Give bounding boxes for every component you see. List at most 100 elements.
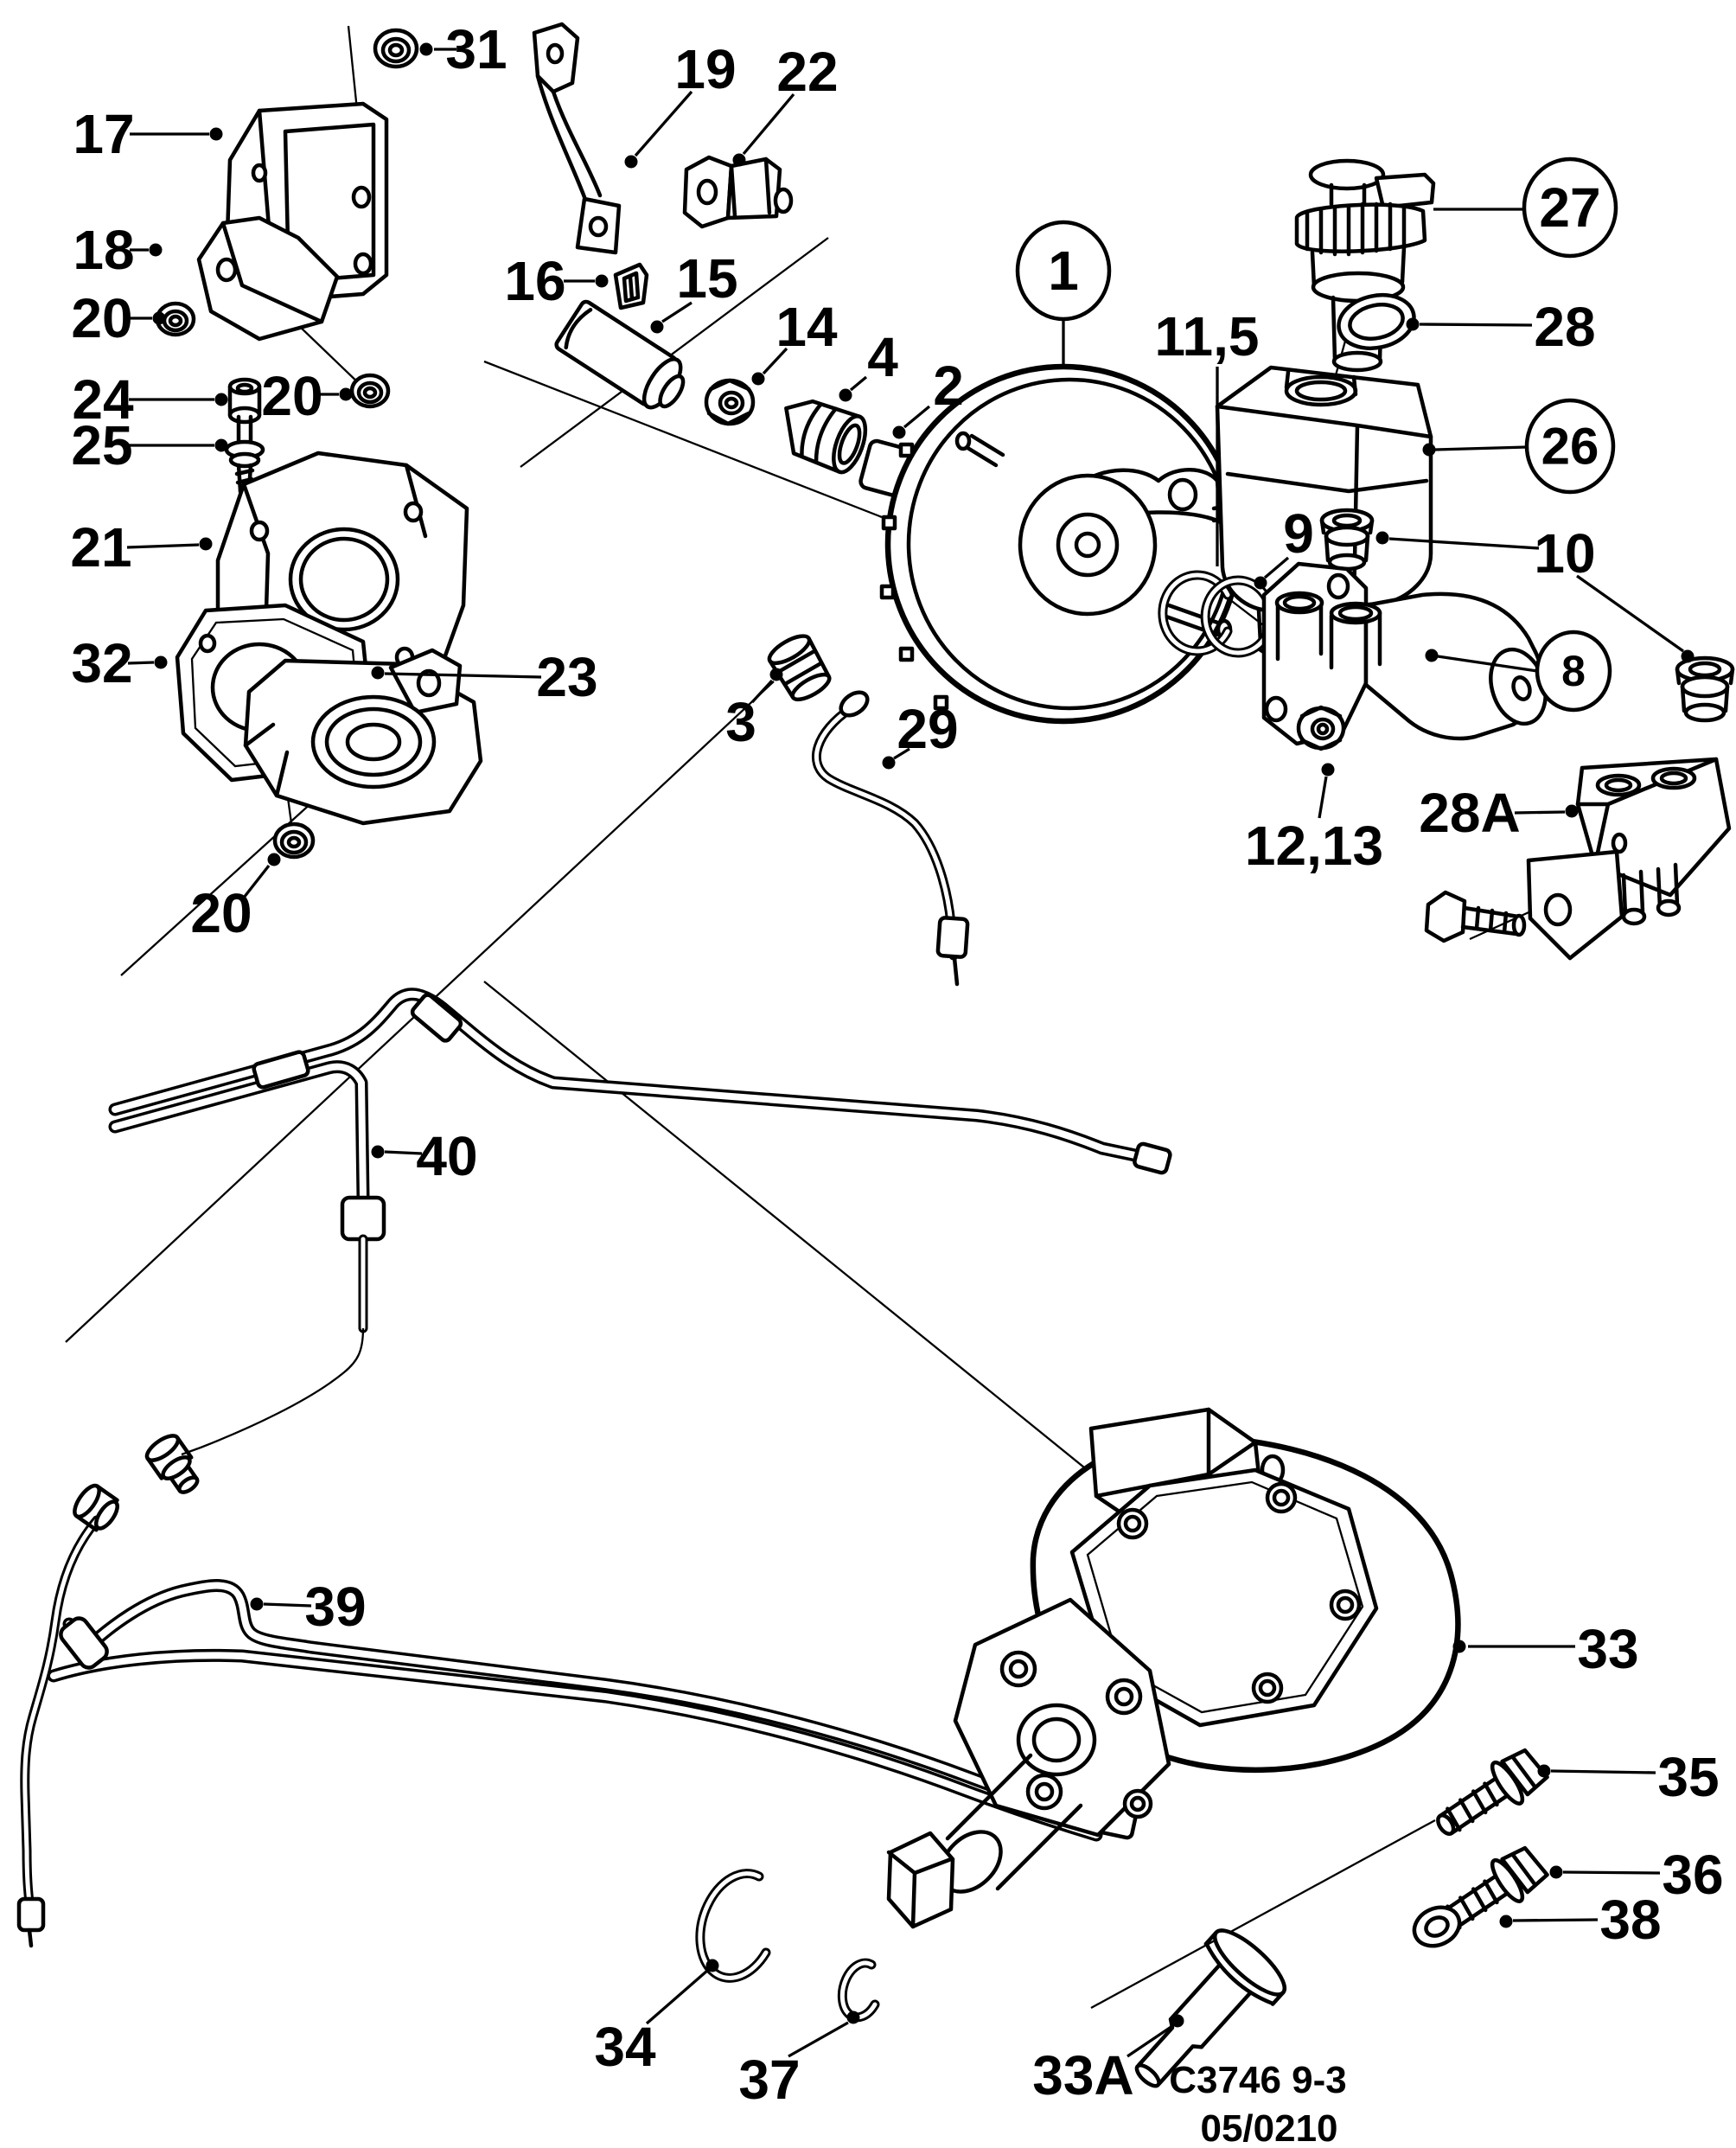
callout-label: 3 — [725, 691, 756, 753]
leader-line — [742, 93, 795, 156]
vacuum-pipe-29 — [811, 690, 970, 987]
leader-line — [1263, 556, 1290, 579]
check-valve-grommet-3 — [767, 634, 832, 702]
o-ring-37 — [837, 1958, 880, 2023]
leader-line — [1576, 574, 1684, 653]
callout-29-29: 29 — [882, 698, 959, 770]
leader-dot — [650, 320, 664, 334]
housing-23 — [243, 648, 483, 826]
bracket-28a — [1526, 849, 1624, 961]
callout-34-36: 34 — [594, 1959, 719, 2078]
leader-line — [384, 672, 542, 679]
leader-line — [1419, 323, 1533, 327]
leader-dot — [1425, 649, 1439, 662]
leader-line — [750, 679, 774, 704]
leader-dot — [154, 655, 168, 669]
leader-dot — [1171, 2014, 1184, 2028]
callout-label: 19 — [674, 38, 736, 100]
nut-20-bottom — [272, 821, 316, 860]
brake-pipes-40 — [108, 988, 1172, 1456]
leader-line — [788, 2021, 849, 2058]
callout-label: 38 — [1599, 1889, 1661, 1951]
leader-dot — [1565, 804, 1579, 818]
callout-40-30: 40 — [371, 1125, 478, 1187]
callout-label: 11,5 — [1154, 305, 1259, 368]
reservoir-cap-27 — [1294, 158, 1436, 373]
leader-dot — [705, 1959, 719, 1972]
bolt-28a — [1424, 890, 1527, 943]
leader-dot — [1254, 576, 1267, 590]
leader-line — [1562, 1870, 1661, 1875]
leader-line — [1437, 655, 1538, 673]
leader-dot — [882, 756, 896, 770]
callout-label: 1 — [1048, 240, 1079, 302]
callout-20-10: 20 — [190, 853, 281, 944]
leader-line — [1434, 445, 1528, 451]
pipe-fitting-banjo-1 — [144, 1434, 200, 1494]
callout-circle — [1535, 630, 1612, 713]
callout-25-5: 25 — [71, 414, 228, 476]
leader-line — [1512, 1918, 1599, 1922]
callout-26-22: 26 — [1422, 398, 1616, 495]
leader-dot — [1406, 317, 1420, 331]
callout-27-20: 27 — [1433, 157, 1618, 259]
leader-line — [849, 375, 868, 392]
callout-39-31: 39 — [250, 1576, 367, 1638]
retaining-ring-9 — [1200, 575, 1273, 658]
grommet-10a — [1319, 508, 1375, 572]
callout-label: 27 — [1539, 176, 1600, 239]
callout-33A-38: 33A — [1032, 2014, 1184, 2106]
leader-dot — [1537, 1764, 1551, 1778]
callout-label: 39 — [304, 1576, 366, 1638]
callout-label: 25 — [71, 414, 132, 476]
leader-line — [1126, 2024, 1173, 2058]
leader-line — [242, 864, 271, 899]
leader-dot — [149, 243, 163, 257]
callout-label: 40 — [416, 1125, 477, 1187]
leader-dot — [209, 127, 223, 141]
leader-dot — [214, 393, 228, 406]
callout-8-25: 8 — [1425, 630, 1612, 713]
leader-dot — [371, 1145, 385, 1159]
callout-24-4: 24 — [72, 368, 228, 431]
callout-label: 24 — [72, 368, 134, 431]
leader-dot — [892, 425, 906, 439]
callout-31-0: 31 — [419, 18, 507, 80]
nut-20-top — [155, 301, 196, 337]
callout-37-37: 37 — [738, 2011, 860, 2111]
leader-dot — [1499, 1915, 1513, 1928]
callout-33-32: 33 — [1452, 1618, 1639, 1680]
drawing-revision: 05/0210 — [1200, 2107, 1337, 2148]
leader-dot — [1549, 1865, 1563, 1879]
spacer-sleeve-15 — [554, 299, 686, 410]
callout-label: 31 — [445, 18, 507, 80]
callout-9-23: 9 — [1254, 502, 1314, 590]
callout-label: 34 — [594, 2016, 656, 2078]
callout-label: 20 — [261, 365, 322, 427]
nut-14 — [704, 378, 756, 426]
callout-label: 14 — [775, 296, 838, 358]
o-ring-34 — [695, 1869, 771, 1983]
callout-label: 17 — [73, 103, 134, 165]
leader-dot — [1422, 443, 1436, 457]
callout-label: 33A — [1032, 2044, 1133, 2106]
callout-label: 26 — [1541, 418, 1599, 476]
nut-12-13 — [1296, 705, 1346, 751]
leader-line — [762, 347, 788, 375]
leader-line — [126, 543, 200, 549]
drawing-code: C3746 9-3 — [1169, 2059, 1346, 2101]
leader-dot — [769, 668, 783, 681]
leader-dot — [339, 387, 353, 401]
callout-label: 8 — [1561, 647, 1586, 695]
leader-line — [263, 1602, 312, 1608]
leader-line — [1318, 776, 1328, 819]
brake-booster-1 — [879, 363, 1264, 725]
leader-dot — [1681, 649, 1695, 663]
leader-line — [127, 661, 155, 665]
retaining-ring-11-5 — [1158, 570, 1233, 656]
callout-36-34: 36 — [1549, 1844, 1724, 1906]
callout-label: 32 — [71, 632, 132, 694]
leader-dot — [250, 1597, 264, 1611]
leader-dot — [371, 666, 385, 680]
